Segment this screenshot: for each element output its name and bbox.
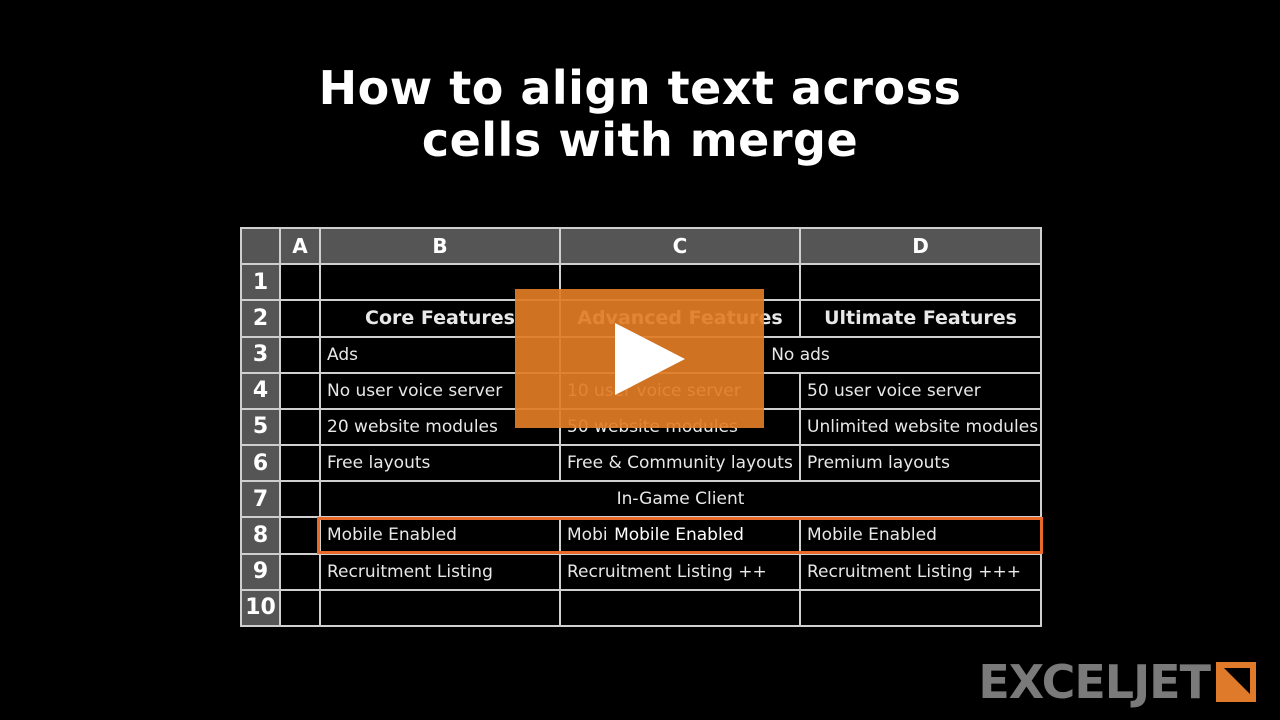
- cell-d5[interactable]: Unlimited website modules: [799, 407, 1042, 447]
- cell-b7-d7-merged[interactable]: In-Game Client: [319, 480, 1042, 519]
- logo-arrow-icon: [1216, 662, 1256, 702]
- cell-d10[interactable]: [799, 588, 1042, 628]
- cell-a8[interactable]: [279, 516, 321, 555]
- row-8-highlight-box: [317, 517, 1043, 554]
- column-header-row: A B C D: [240, 226, 1042, 266]
- cell-b1[interactable]: [319, 263, 561, 302]
- row-header-7[interactable]: 7: [240, 480, 281, 519]
- column-header-b[interactable]: B: [319, 226, 561, 266]
- row-header-9[interactable]: 9: [240, 552, 281, 591]
- cell-b5[interactable]: 20 website modules: [319, 407, 561, 447]
- row-header-6[interactable]: 6: [240, 444, 281, 483]
- cell-a4[interactable]: [279, 371, 321, 410]
- corner-cell[interactable]: [240, 226, 281, 266]
- cell-d6[interactable]: Premium layouts: [799, 444, 1042, 483]
- column-header-c[interactable]: C: [559, 226, 801, 266]
- title-line-2: cells with merge: [421, 113, 859, 167]
- column-header-d[interactable]: D: [799, 226, 1042, 266]
- cell-d4[interactable]: 50 user voice server: [799, 371, 1042, 410]
- cell-a2[interactable]: [279, 299, 321, 338]
- row-header-4[interactable]: 4: [240, 371, 281, 410]
- cell-a10[interactable]: [279, 588, 321, 628]
- cell-d1[interactable]: [799, 263, 1042, 302]
- cell-a7[interactable]: [279, 480, 321, 519]
- table-row: 10: [240, 588, 1042, 628]
- cell-b9[interactable]: Recruitment Listing: [319, 552, 561, 591]
- cell-a5[interactable]: [279, 407, 321, 447]
- row-header-2[interactable]: 2: [240, 299, 281, 338]
- cell-b6[interactable]: Free layouts: [319, 444, 561, 483]
- cell-a1[interactable]: [279, 263, 321, 302]
- play-button[interactable]: [515, 289, 764, 428]
- cell-a3[interactable]: [279, 335, 321, 374]
- row-header-5[interactable]: 5: [240, 407, 281, 447]
- cell-c6[interactable]: Free & Community layouts: [559, 444, 801, 483]
- column-header-a[interactable]: A: [279, 226, 321, 266]
- cell-c9[interactable]: Recruitment Listing ++: [559, 552, 801, 591]
- row-header-1[interactable]: 1: [240, 263, 281, 302]
- row-header-10[interactable]: 10: [240, 588, 281, 628]
- table-row: 7 In-Game Client: [240, 480, 1042, 519]
- cell-c10[interactable]: [559, 588, 801, 628]
- table-row: 6 Free layouts Free & Community layouts …: [240, 444, 1042, 483]
- exceljet-logo: EXCELJET: [978, 655, 1256, 709]
- cell-a9[interactable]: [279, 552, 321, 591]
- table-row: 9 Recruitment Listing Recruitment Listin…: [240, 552, 1042, 591]
- cell-a6[interactable]: [279, 444, 321, 483]
- row-header-8[interactable]: 8: [240, 516, 281, 555]
- logo-text: EXCELJET: [978, 655, 1211, 709]
- cell-d9[interactable]: Recruitment Listing +++: [799, 552, 1042, 591]
- title-line-1: How to align text across: [318, 61, 962, 115]
- row-header-3[interactable]: 3: [240, 335, 281, 374]
- play-icon: [615, 323, 685, 395]
- video-title: How to align text across cells with merg…: [0, 62, 1280, 166]
- cell-b10[interactable]: [319, 588, 561, 628]
- cell-d2[interactable]: Ultimate Features: [799, 299, 1042, 338]
